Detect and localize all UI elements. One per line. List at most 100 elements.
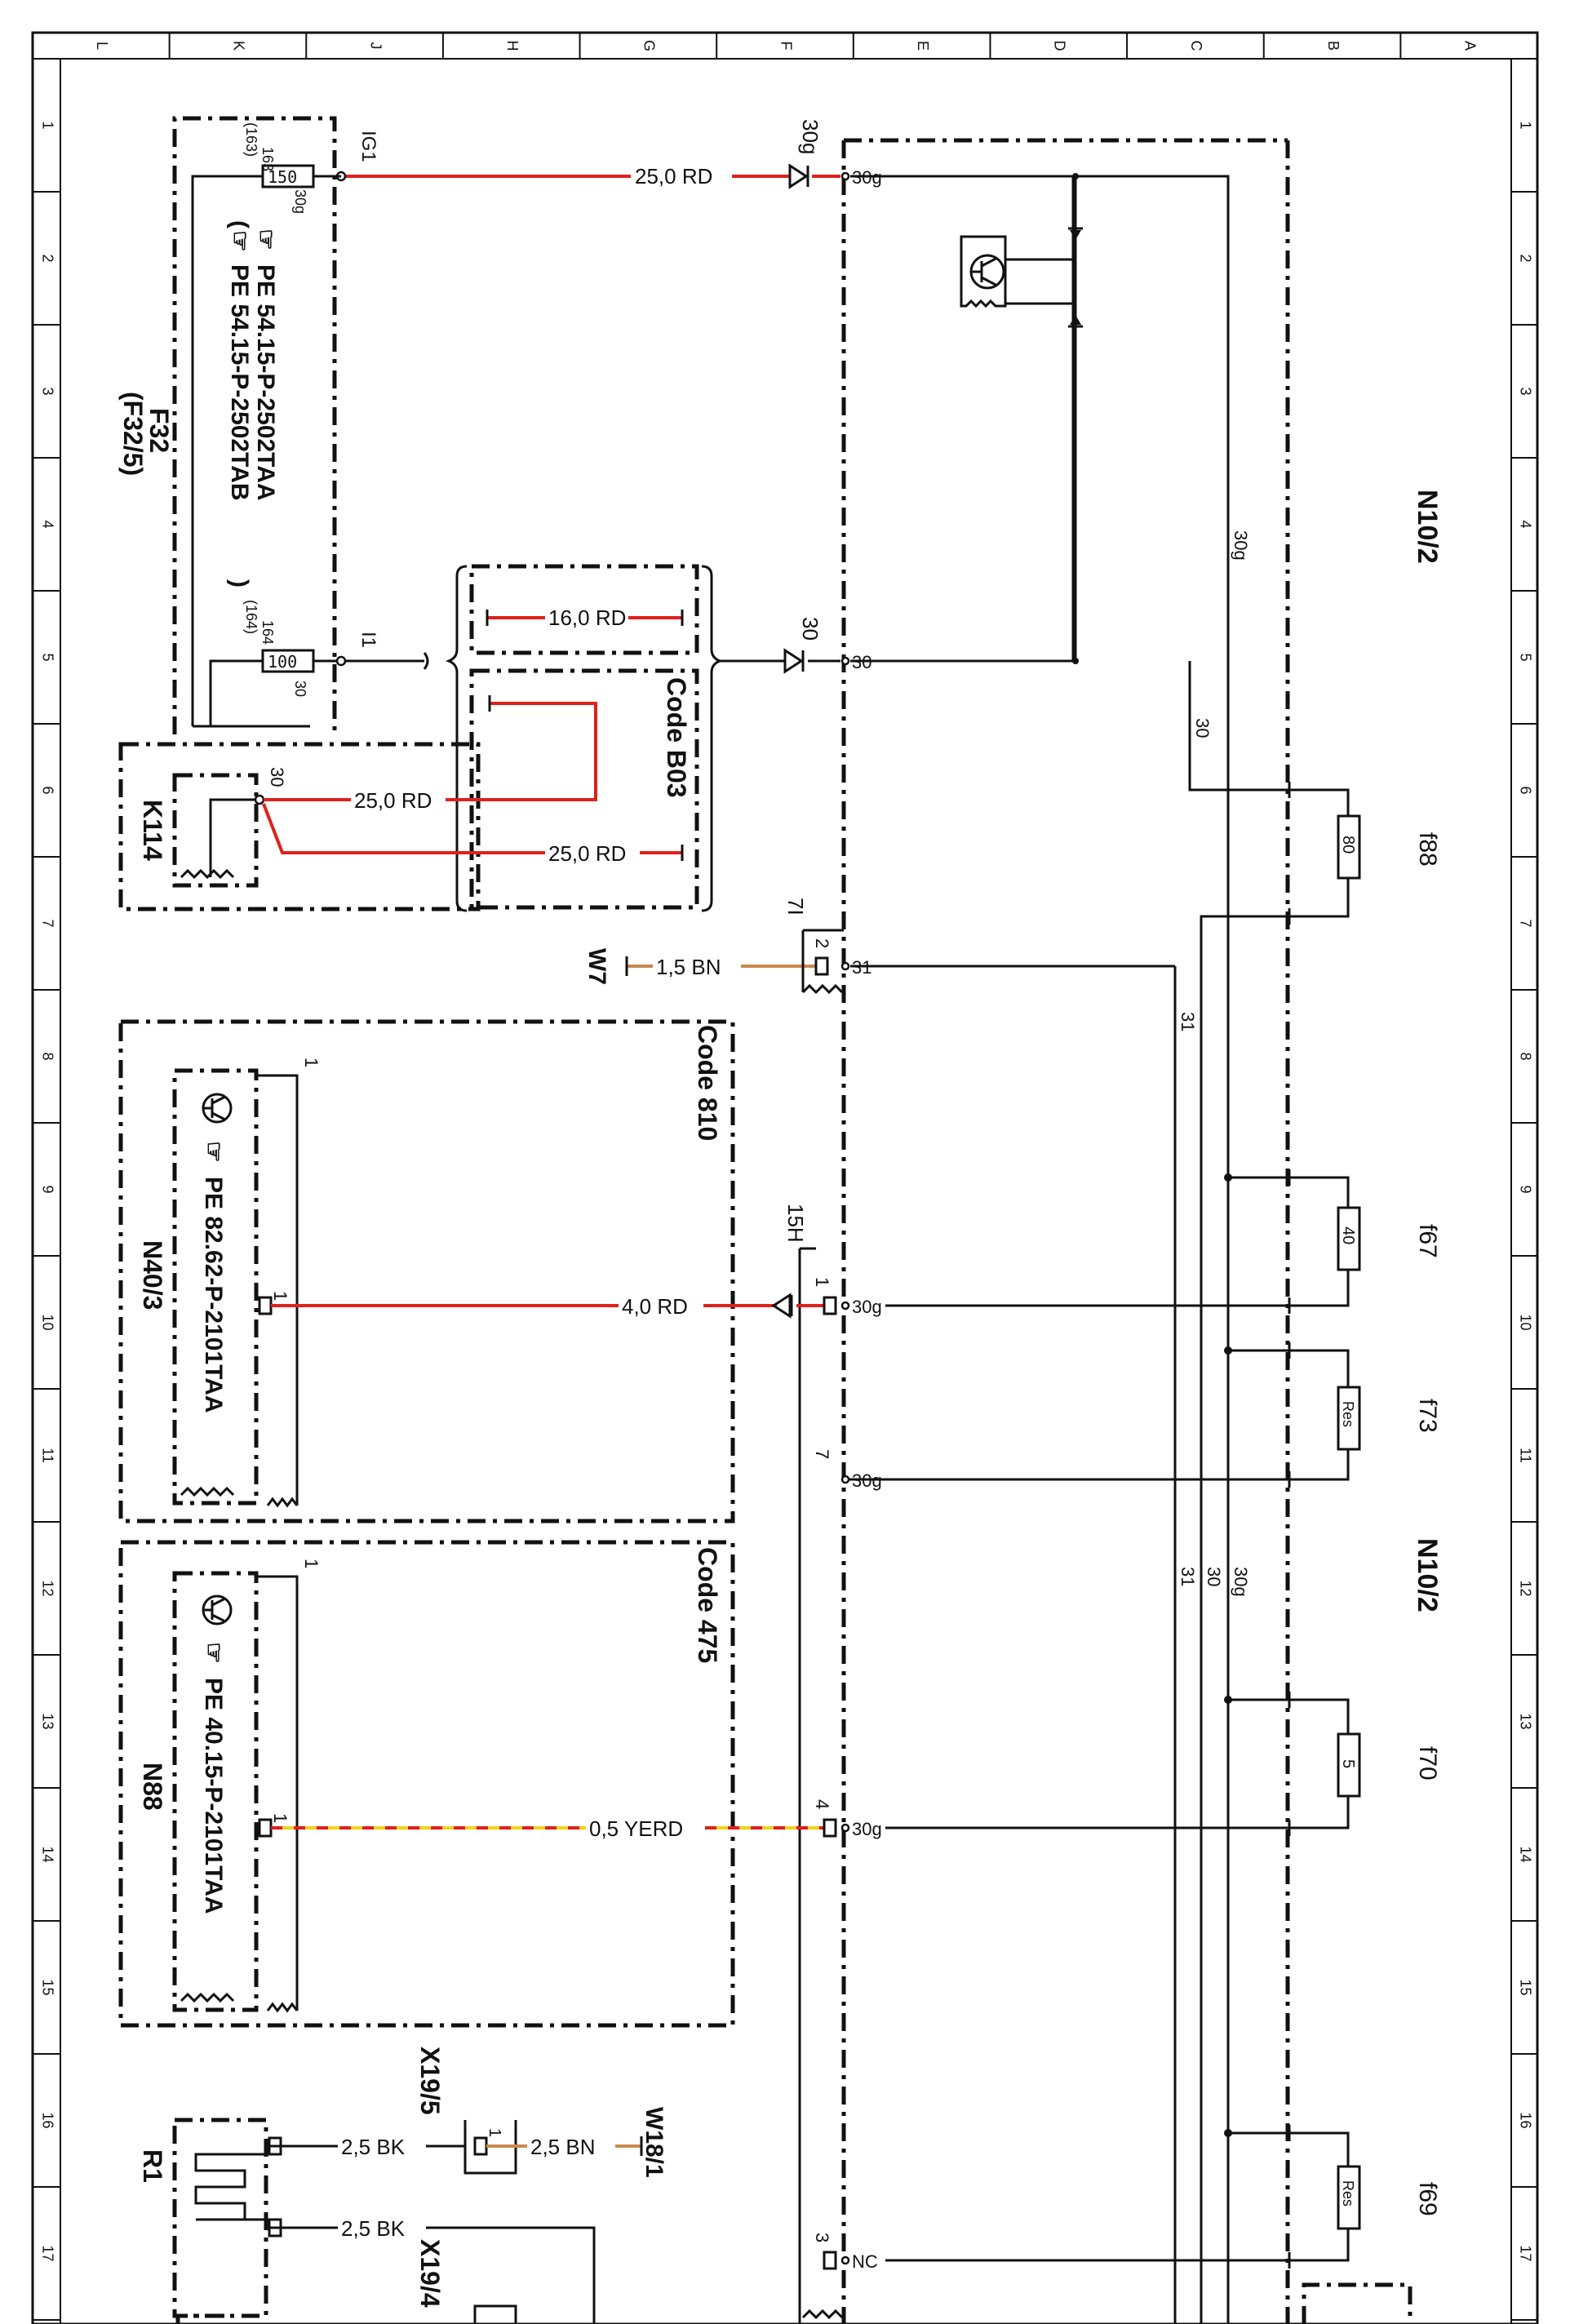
wire-i1-label: I1	[357, 632, 379, 648]
ground-w18-1-label: W18/1	[641, 2107, 667, 2178]
row-label: 10	[39, 1314, 55, 1330]
wire-n40-3: 4,0 RD 15H 1	[271, 1204, 837, 1319]
fuse-f32-name: F32	[144, 408, 174, 453]
resistor-r1-name: R1	[138, 2149, 167, 2183]
bus-label-31: 31	[1178, 1012, 1198, 1031]
drawing-frame	[31, 31, 1539, 2324]
row-label: 16	[39, 2112, 55, 2128]
row-label: 17	[1517, 2245, 1533, 2261]
fuse-f73-value: Res	[1340, 1401, 1356, 1427]
row-label: 2	[1517, 254, 1533, 262]
column-label: C	[1188, 41, 1204, 51]
fuse-f69-id: f69	[1414, 2182, 1441, 2216]
hand-icon: ☞	[252, 228, 279, 251]
code-475-label: Code 475	[693, 1547, 722, 1663]
relay-k114-name: K114	[138, 800, 167, 861]
ecu-n88-pin: 1	[270, 1813, 290, 1823]
code-b03-label: Code B03	[662, 677, 691, 798]
column-label: K	[231, 41, 247, 51]
column-label: A	[1461, 41, 1478, 51]
fuse-f32-pin-2c: 30	[292, 681, 308, 697]
resistor-r1-symbol	[194, 2136, 308, 2238]
column-label: H	[504, 41, 521, 51]
connector-x19-5-pin: 1	[486, 2128, 503, 2137]
bottom-box-stub	[175, 2313, 227, 2324]
ecu-n88-ref-text: PE 40.15-P-2101TAA	[200, 1678, 227, 1914]
ecu-n88-terminal	[258, 1818, 273, 1838]
relay-k114-terminal	[254, 794, 265, 805]
row-label: 14	[1517, 1846, 1533, 1862]
column-label: L	[94, 42, 110, 50]
row-label: 7	[39, 919, 55, 927]
fuse-f32-ref-2-open: (	[226, 220, 253, 228]
column-label: D	[1052, 41, 1068, 51]
module-pin-31: 31	[852, 957, 871, 978]
wire-k114-a-spec: 25,0 RD	[354, 788, 432, 813]
wire-b03-16rd: 16,0 RD	[487, 605, 682, 630]
row-label: 5	[39, 653, 55, 661]
fuse-f70-id: f70	[1414, 1746, 1441, 1781]
row-label: 13	[1517, 1713, 1533, 1729]
row-label: 11	[39, 1448, 55, 1463]
wire-w7-pin: 2	[812, 938, 832, 948]
wire-ig1-label: IG1	[357, 131, 379, 162]
wire-n88-pin: 4	[812, 1799, 832, 1809]
wire-r1-c: 2,5 BK	[308, 2215, 596, 2324]
wire-w7-spec: 1,5 BN	[656, 955, 721, 979]
row-label: 3	[39, 387, 55, 395]
module-pin-30: 30	[852, 652, 871, 672]
column-label: B	[1325, 41, 1342, 51]
ecu-n88-symbol	[180, 1575, 299, 2013]
row-label: 14	[39, 1846, 55, 1862]
fuse-f32-pin-2b: (164)	[243, 600, 259, 634]
relay-k114-box	[118, 742, 481, 911]
row-label: 15	[1517, 1979, 1533, 1995]
fuse-f69: Res f69	[1224, 2129, 1441, 2262]
connector-x19-4	[473, 2304, 517, 2324]
fuse-f32-pin-1c: 30g	[292, 189, 308, 214]
code-b03-braces	[445, 565, 724, 912]
row-label: 1	[1517, 121, 1533, 129]
module-label-top: N10/2	[1412, 490, 1443, 564]
connector-x19-4-name: X19/4	[415, 2239, 445, 2308]
wire-k114-a: 25,0 RD	[264, 702, 597, 813]
wire-k114-b-spec: 25,0 RD	[548, 841, 626, 866]
row-label: 16	[1517, 2112, 1533, 2128]
code-810-label: Code 810	[693, 1025, 722, 1141]
row-label: 12	[1517, 1580, 1533, 1596]
nc-pin: 3	[801, 2233, 844, 2320]
module-pin-30g-row14: 30g	[852, 1819, 882, 1839]
ecu-n88-pin-top: 1	[301, 1559, 322, 1568]
wire-n88: 0,5 YERD 4	[271, 1799, 837, 1841]
fuse-f32-reference-1: ☞ PE 54.15-P-2502TAA	[252, 228, 279, 501]
nc-pin-number: 3	[812, 2233, 832, 2242]
ecu-n40-3-reference: ☞ PE 82.62-P-2101TAA	[200, 1141, 227, 1413]
fuse-f70: 5 f70	[1224, 1696, 1441, 1829]
bus-label-30: 30	[1192, 718, 1213, 738]
row-label: 10	[1517, 1314, 1533, 1330]
hand-icon: ☞	[200, 1141, 227, 1163]
bus-label-30-b: 30	[1204, 1567, 1224, 1586]
row-label: 11	[1517, 1448, 1533, 1463]
code-b03-box	[469, 564, 699, 910]
wire-r1-c-spec: 2,5 BK	[341, 2216, 406, 2241]
fuse-f32-pin-1b: (163)	[243, 122, 259, 157]
fuse-f88: 80 f88	[1289, 788, 1441, 918]
fuse-f32-value-2: 100	[268, 652, 297, 672]
fuse-box-f32	[172, 116, 337, 734]
wire-i1: I1 30	[335, 617, 840, 674]
module-pin-nc: NC	[852, 2251, 878, 2272]
fuse-f70-value: 5	[1339, 1759, 1357, 1768]
connector-x19-5-name: X19/5	[415, 2047, 445, 2115]
relay-k114-symbol	[180, 798, 256, 880]
row-label: 6	[1517, 786, 1533, 794]
module-internal-wires	[885, 1304, 1289, 2262]
fuse-f32-elements	[191, 164, 341, 728]
fuse-f32-pin-2a: 164	[259, 620, 276, 645]
hand-icon: ☞	[200, 1642, 227, 1664]
hand-icon: ☞	[226, 230, 253, 252]
fuse-f67-id: f67	[1414, 1224, 1441, 1258]
wire-w7-conn: 7I	[783, 898, 808, 916]
